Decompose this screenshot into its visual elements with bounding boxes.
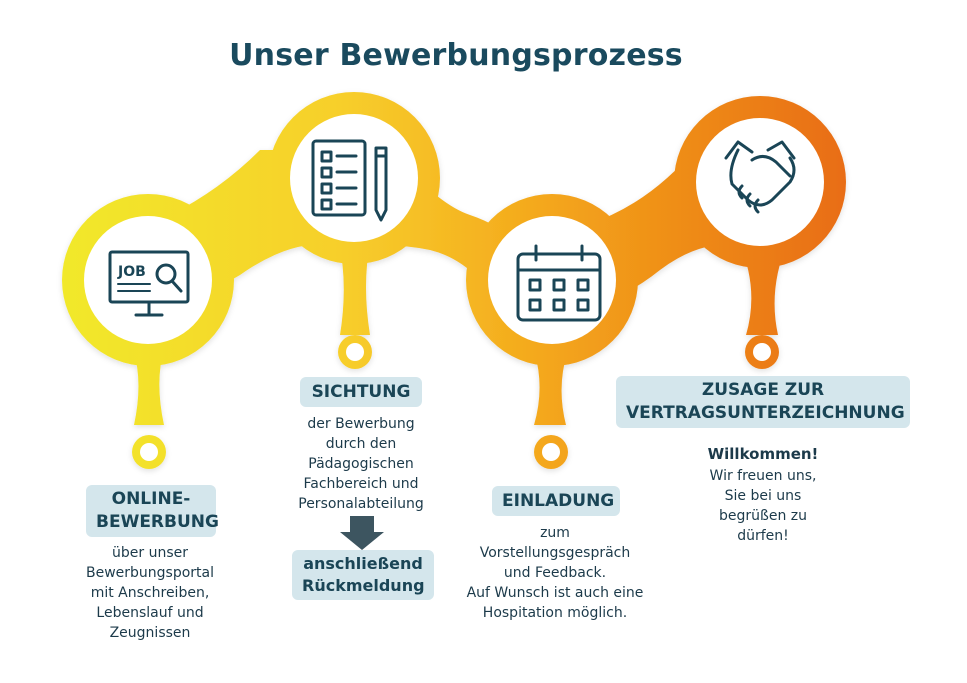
step-followup-rueckmeldung: anschließend Rückmeldung (292, 550, 434, 600)
pin-inner-4 (753, 343, 771, 361)
step-greeting-willkommen: Willkommen! (707, 445, 819, 463)
step-description-sichtung: der Bewerbung durch den Pädagogischen Fa… (298, 416, 424, 512)
step-heading-sichtung: SICHTUNG (300, 377, 422, 407)
step-disc-4 (696, 118, 824, 246)
calendar-icon (516, 244, 602, 322)
step-disc-1 (84, 216, 212, 344)
step-heading-zusage: ZUSAGE ZUR VERTRAGSUNTERZEICHNUNG (616, 376, 910, 428)
page-title: Unser Bewerbungsprozess (229, 38, 683, 73)
pin-inner-2 (346, 343, 364, 361)
arrow-down-icon (340, 516, 384, 550)
step-description-einladung: zum Vorstellungsgespräch und Feedback. A… (466, 525, 644, 621)
handshake-icon (724, 140, 796, 214)
step-disc-3 (488, 216, 616, 344)
checklist-icon (311, 139, 388, 222)
job-label: JOB (117, 264, 146, 280)
pin-inner-1 (140, 443, 158, 461)
step-description-zusage: Wir freuen uns, Sie bei uns begrüßen zu … (709, 468, 817, 544)
step-heading-online-bewerbung: ONLINE- BEWERBUNG (86, 485, 219, 537)
pin-inner-3 (542, 443, 560, 461)
job-monitor-icon: JOB (108, 250, 190, 317)
step-heading-einladung: EINLADUNG (492, 486, 620, 516)
step-disc-2 (290, 114, 418, 242)
step-description-online-bewerbung: über unser Bewerbungsportal mit Anschrei… (85, 545, 215, 641)
